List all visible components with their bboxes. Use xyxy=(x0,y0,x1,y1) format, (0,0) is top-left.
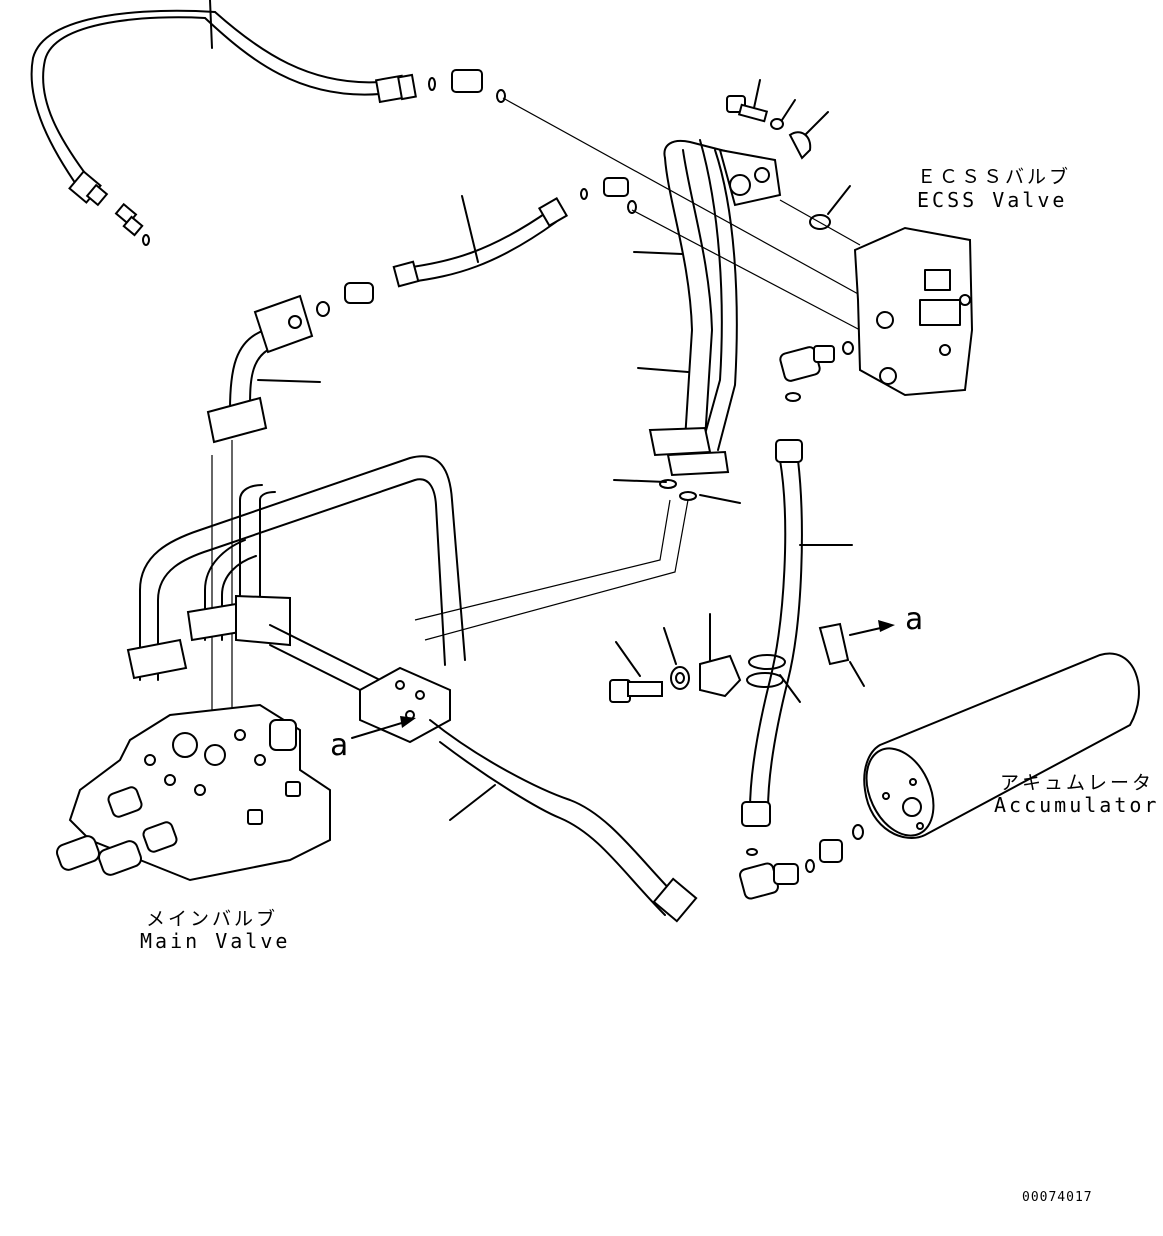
ecss-valve-label-jp: ＥＣＳＳバルブ xyxy=(917,166,1072,188)
main-valve-label-en: Main Valve xyxy=(140,929,291,953)
pipe-routes xyxy=(126,455,466,701)
main-valve-label-jp: メインバルブ xyxy=(146,908,279,930)
top-hose-fittings xyxy=(114,69,861,296)
ecss-valve-body xyxy=(779,226,974,402)
reference-a-left: a xyxy=(330,728,349,763)
ecss-small-parts xyxy=(726,79,861,246)
accumulator xyxy=(863,652,1140,839)
accumulator-label-en: Accumulator xyxy=(994,793,1160,817)
top-hose xyxy=(30,0,417,207)
main-valve-body xyxy=(56,703,331,882)
ecss-tubes xyxy=(613,139,782,504)
center-manifold xyxy=(359,499,698,923)
ecss-valve-label-en: ECSS Valve xyxy=(917,188,1068,212)
drawing-number: 00074017 xyxy=(1022,1190,1093,1205)
left-elbow-pipe xyxy=(206,294,321,720)
reference-a-right: a xyxy=(905,602,924,637)
middle-hose xyxy=(316,177,861,331)
accumulator-hose xyxy=(739,439,864,900)
leader-a-left xyxy=(351,716,416,739)
accumulator-label-jp: アキュムレータ xyxy=(1000,772,1155,794)
clamp-parts xyxy=(609,613,895,703)
